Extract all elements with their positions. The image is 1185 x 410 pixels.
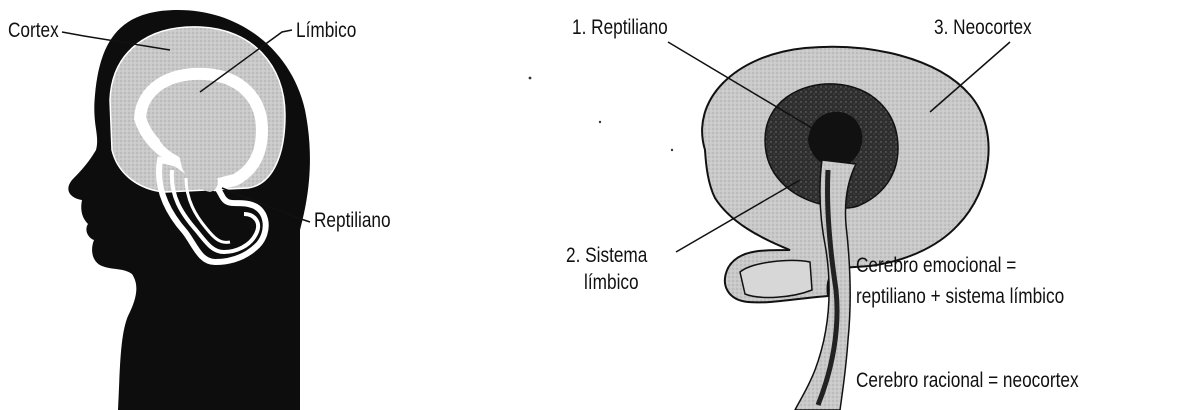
cortex-label: Cortex — [8, 20, 59, 41]
cerebro-racional-note: Cerebro racional = neocortex — [856, 370, 1079, 391]
cerebro-emocional-note: Cerebro emocional = reptiliano + sistema… — [856, 253, 1064, 311]
speck-1 — [529, 77, 532, 80]
sistema-label-line2: límbico — [566, 270, 647, 297]
emocional-note-line2: reptiliano + sistema límbico — [856, 284, 1064, 311]
sistema-label-line1: 2. Sistema — [566, 243, 647, 270]
emocional-note-line1: Cerebro emocional = — [856, 253, 1064, 280]
reptiliano-numbered-label: 1. Reptiliano — [572, 17, 668, 38]
lower-lobe — [740, 260, 812, 297]
speck-2 — [599, 121, 601, 123]
limbico-label: Límbico — [296, 20, 356, 41]
sistema-limbico-label: 2. Sistema límbico — [566, 243, 647, 297]
reptiliano-label: Reptiliano — [314, 210, 391, 231]
neocortex-numbered-label: 3. Neocortex — [934, 17, 1032, 38]
speck-3 — [671, 149, 673, 151]
